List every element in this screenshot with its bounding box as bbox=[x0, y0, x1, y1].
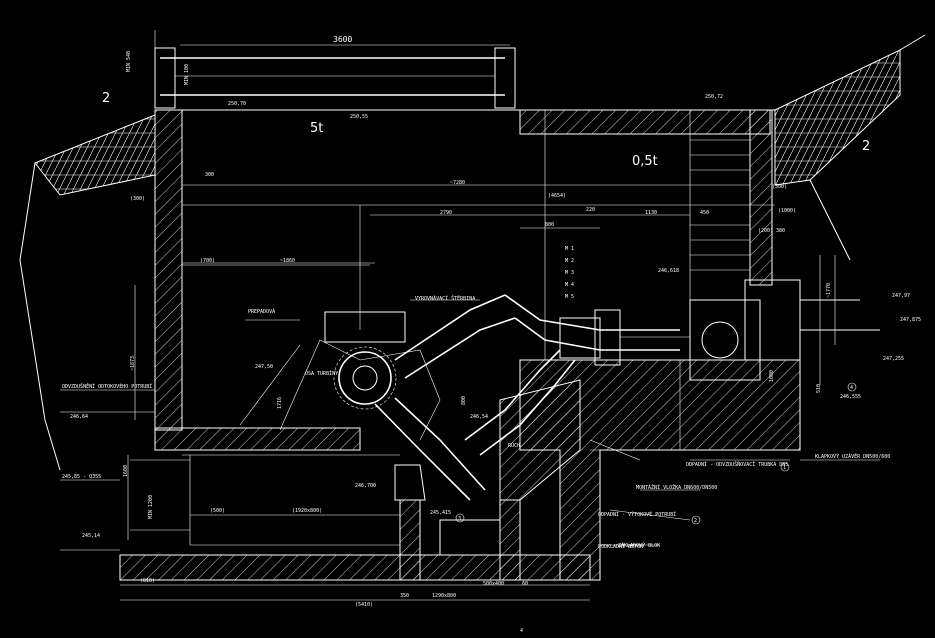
right-soil bbox=[774, 49, 901, 186]
label-vytokova: ODPADNÍ - VÝTOKOVÉ POTRUBÍ bbox=[598, 510, 676, 518]
leader-lines bbox=[60, 299, 880, 551]
crane-5t-label: 5t bbox=[310, 121, 323, 136]
dim-5410: (5410) bbox=[355, 602, 373, 608]
section-mark-right: 2 bbox=[862, 139, 870, 154]
dim-700: (700) bbox=[200, 258, 215, 264]
label-podkladni: PODKLADNÍ BETON bbox=[598, 542, 643, 550]
level-246-555: 246,555 bbox=[840, 394, 861, 400]
label-m5: M 5 bbox=[565, 294, 574, 300]
dim-350: 350 bbox=[400, 593, 409, 599]
ref-circle-4: 4 bbox=[850, 385, 853, 391]
dim-1920: (1920x800) bbox=[292, 508, 322, 514]
dim-1000: (1000) bbox=[778, 208, 796, 214]
right-slope-line bbox=[809, 34, 926, 261]
dim-220: 220 bbox=[586, 207, 595, 213]
level-246-54: 246,54 bbox=[470, 414, 488, 420]
ref-circle-1: 1 bbox=[783, 465, 786, 471]
crane-05t-label: 0,5t bbox=[632, 154, 658, 169]
label-odvzdusneni: ODVZDUŠNĚNÍ ODTOKOVÉHO POTRUBÍ bbox=[62, 382, 152, 390]
draft-block bbox=[499, 379, 581, 501]
level-250-55: 250,55 bbox=[350, 114, 368, 120]
dim-1716: 1716 bbox=[277, 397, 283, 409]
dim-60: 60 bbox=[522, 581, 528, 587]
level-247-255: 247,255 bbox=[883, 356, 904, 362]
roof-slab bbox=[519, 109, 771, 135]
label-m1: M 1 bbox=[565, 246, 574, 252]
dim-1600: 1600 bbox=[123, 465, 129, 477]
level-245-415: 245,415 bbox=[430, 510, 451, 516]
pipework bbox=[239, 279, 880, 501]
dim-1873: ~1873 bbox=[130, 356, 136, 371]
dim-min-1200: MIN 1200 bbox=[148, 495, 154, 519]
dim-800-vertical: 800 bbox=[461, 396, 467, 405]
level-247-50: 247,50 bbox=[255, 364, 273, 370]
label-m3: M 3 bbox=[565, 270, 574, 276]
dim-450: 450 bbox=[700, 210, 709, 216]
dim-1000-vertical: 1000 bbox=[769, 370, 775, 382]
crane-rail bbox=[154, 47, 516, 109]
turbine-runner bbox=[324, 311, 406, 410]
label-fundament: ZÁKLADOVÝ BLOK bbox=[618, 542, 660, 549]
label-prepad: PREPADOVÁ bbox=[248, 308, 275, 315]
dim-300-mid: 300 bbox=[205, 172, 214, 178]
pit-wall-left bbox=[399, 499, 421, 581]
dim-total-left: ~7280 bbox=[450, 180, 465, 186]
dim-380: 380 bbox=[776, 228, 785, 234]
dim-1860: ~1860 bbox=[280, 258, 295, 264]
dim-500x400: 500x400 bbox=[483, 581, 504, 587]
left-slope-line bbox=[19, 162, 61, 471]
dim-200: (200) bbox=[758, 228, 773, 234]
dim-min-100: MIN 100 bbox=[184, 64, 190, 85]
label-montazni: MONTÁŽNÍ VLOŽKA DN600/DN500 bbox=[636, 483, 717, 491]
dim-4654: (4654) bbox=[548, 193, 566, 199]
bottom-pit bbox=[130, 459, 501, 556]
level-250-72: 250,72 bbox=[705, 94, 723, 100]
dim-1770: ~1770 bbox=[826, 283, 832, 298]
dim-300-right: (300) bbox=[772, 184, 787, 190]
dim-2790: 2790 bbox=[440, 210, 452, 216]
level-246-618: 246,618 bbox=[658, 268, 679, 274]
label-ruch: RÚCH bbox=[508, 442, 520, 449]
level-247-97: 247,97 bbox=[892, 293, 910, 299]
dim-500: (500) bbox=[210, 508, 225, 514]
staircase bbox=[690, 139, 750, 271]
dim-300-left: (300) bbox=[130, 196, 145, 202]
level-246-64: 246,64 bbox=[70, 414, 88, 420]
dim-510: 510 bbox=[816, 384, 822, 393]
dimension-lines bbox=[120, 30, 836, 601]
label-m4: M 4 bbox=[565, 282, 574, 288]
level-250-70: 250,70 bbox=[228, 101, 246, 107]
ref-circle-2: 2 bbox=[694, 518, 697, 524]
dim-1290: 1290x800 bbox=[432, 593, 456, 599]
level-247-875: 247,875 bbox=[900, 317, 921, 323]
label-klapkovy: KLAPKOVÝ UZÁVĚR DN500/600 bbox=[815, 452, 890, 460]
label-vyrovnavaci: VYROVNÁVACÍ ŠTĚRBINA bbox=[415, 294, 475, 302]
reference-circles bbox=[455, 382, 857, 525]
left-soil bbox=[34, 114, 156, 196]
level-245-14: 245,14 bbox=[82, 533, 100, 539]
dim-top-width: 3600 bbox=[333, 35, 352, 44]
left-wall bbox=[154, 109, 183, 431]
level-245-85: 245,85 - Q355 bbox=[62, 474, 101, 480]
level-246-700: 246,700 bbox=[355, 483, 376, 489]
label-odpadni-trubka: ODPADNÍ - ODVZDUŠŇOVACÍ TRUBKA DN5 bbox=[686, 460, 788, 468]
dim-800: 800 bbox=[545, 222, 554, 228]
pit-wall-right bbox=[499, 499, 521, 581]
right-wall bbox=[749, 109, 773, 286]
section-mark-left: 2 bbox=[102, 91, 110, 106]
label-m2: M 2 bbox=[565, 258, 574, 264]
dim-810: (810) bbox=[140, 578, 155, 584]
sheet-number: 4 bbox=[520, 628, 523, 634]
turbine-floor bbox=[154, 427, 361, 451]
label-turbine-axis: OSA TURBÍNY bbox=[305, 369, 338, 377]
ref-circle-3: 3 bbox=[458, 516, 461, 522]
dim-1130: 1130 bbox=[645, 210, 657, 216]
dim-min-540: MIN 540 bbox=[126, 51, 132, 72]
